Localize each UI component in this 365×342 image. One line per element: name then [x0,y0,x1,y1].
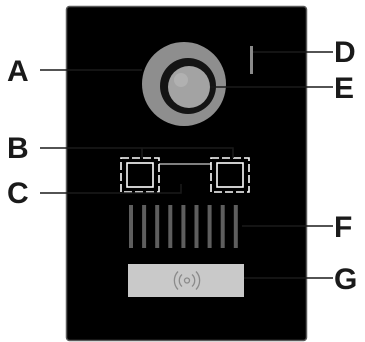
speaker-grille-icon [129,205,238,248]
label-c: C [7,177,29,210]
status-led-icon [250,46,253,74]
sensor-left [120,157,160,193]
label-b: B [7,132,29,165]
camera-lens-glint [174,73,188,87]
label-a: A [7,55,29,88]
camera-lens-icon [142,42,226,126]
contactless-symbol [173,271,201,290]
rfid-reader [128,264,244,297]
speaker-slot [181,205,186,248]
speaker-slot [129,205,133,248]
label-g: G [334,263,357,296]
leader-b [40,147,234,158]
door-panel [65,5,308,342]
sensor-right [210,157,250,193]
speaker-slot [194,205,199,248]
camera-lens [168,66,210,108]
rfid-contactless-icon [128,264,244,297]
label-e: E [334,72,354,105]
label-f: F [334,211,352,244]
speaker-slot [168,205,173,248]
leader-c [40,184,182,194]
infrared-sensor-icon [120,157,250,193]
speaker-slot [142,205,147,248]
speaker-slot [207,205,212,248]
speaker-slot [233,205,238,248]
speaker-slot [220,205,225,248]
speaker-slot [155,205,160,248]
label-d: D [334,36,356,69]
